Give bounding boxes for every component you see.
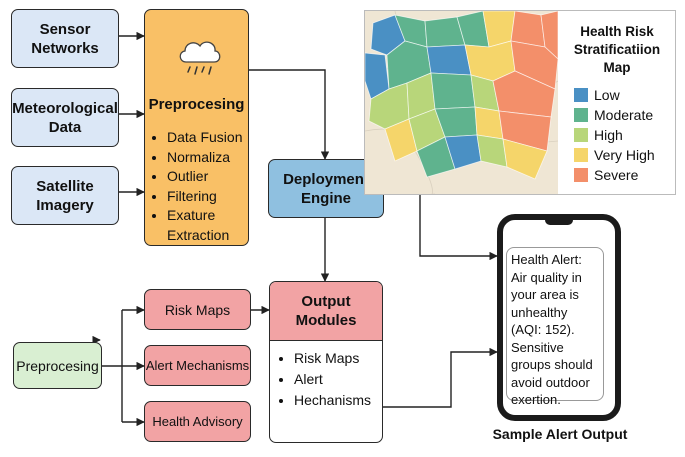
- legend-item-moderate: Moderate: [574, 105, 655, 125]
- legend-swatch: [574, 128, 588, 142]
- legend-label: Low: [594, 87, 620, 103]
- arrow-preprocess-to-deployment: [249, 69, 330, 160]
- list-item: Outlier: [167, 167, 242, 187]
- legend-item-low: Low: [574, 85, 655, 105]
- list-item: Filtering: [167, 187, 242, 207]
- risk-map-panel: Health Risk Stratificatiion Map Low Mode…: [364, 10, 676, 195]
- legend-label: High: [594, 127, 623, 143]
- input-label: Sensor Networks: [31, 20, 99, 57]
- arrow-map-to-phone: [419, 193, 498, 261]
- deployment-label: Deployment Engine: [283, 170, 369, 207]
- output-modules-box: Output Modules Risk Maps Alert Hechanism…: [269, 281, 383, 443]
- submodule-label: Alert Mechanisms: [145, 358, 250, 373]
- preprocessing-title: Preprocesing: [148, 96, 245, 113]
- list-item: Hechanisms: [294, 390, 371, 411]
- output-modules-list: Risk Maps Alert Hechanisms: [278, 348, 371, 411]
- submodule-health-advisory: Health Advisory: [144, 401, 251, 442]
- legend-label: Severe: [594, 167, 639, 183]
- legend-label: Very High: [594, 147, 655, 163]
- legend-swatch: [574, 148, 588, 162]
- input-satellite-imagery: Satellite Imagery: [11, 166, 119, 225]
- submodule-risk-maps: Risk Maps: [144, 289, 251, 330]
- list-item: Data Fusion: [167, 128, 242, 148]
- preprocessing-small-box: Preprocesing: [13, 342, 102, 389]
- legend-item-very-high: Very High: [574, 145, 655, 165]
- submodule-alert-mechanisms: Alert Mechanisms: [144, 345, 251, 386]
- submodule-label: Health Advisory: [152, 414, 243, 429]
- legend-swatch: [574, 108, 588, 122]
- risk-map-image: [365, 11, 558, 194]
- map-legend: Low Moderate High Very High Severe: [574, 85, 655, 185]
- preprocessing-box: Preprocesing Data Fusion Normaliza Outli…: [144, 9, 249, 246]
- phone-caption: Sample Alert Output: [492, 426, 628, 442]
- legend-label: Moderate: [594, 107, 654, 123]
- legend-item-high: High: [574, 125, 655, 145]
- phone-device: Health Alert: Air quality in your area i…: [497, 214, 621, 421]
- output-modules-title: Output Modules: [295, 293, 357, 329]
- legend-swatch: [574, 88, 588, 102]
- alert-message-bubble: Health Alert: Air quality in your area i…: [506, 247, 604, 407]
- input-meteorological-data: Meteorological Data: [11, 88, 119, 147]
- input-sensor-networks: Sensor Networks: [11, 9, 119, 68]
- output-modules-header: Output Modules: [270, 282, 382, 341]
- list-item: Exature Extraction: [167, 206, 237, 245]
- legend-swatch: [574, 168, 588, 182]
- input-label: Satellite Imagery: [36, 177, 94, 214]
- cloud-rain-icon: [179, 41, 221, 75]
- map-title: Health Risk Stratificatiion Map: [573, 24, 661, 75]
- phone-notch: [545, 219, 573, 225]
- list-item: Alert: [294, 369, 371, 390]
- legend-item-severe: Severe: [574, 165, 655, 185]
- arrow-output-to-phone: [383, 347, 498, 408]
- list-item: Risk Maps: [294, 348, 371, 369]
- list-item: Normaliza: [167, 148, 242, 168]
- input-label: Meteorological Data: [12, 99, 118, 136]
- alert-message-text: Health Alert: Air quality in your area i…: [511, 252, 593, 407]
- preprocessing-small-label: Preprocesing: [16, 357, 99, 374]
- submodule-label: Risk Maps: [164, 301, 231, 318]
- preprocessing-list: Data Fusion Normaliza Outlier Filtering …: [151, 128, 242, 245]
